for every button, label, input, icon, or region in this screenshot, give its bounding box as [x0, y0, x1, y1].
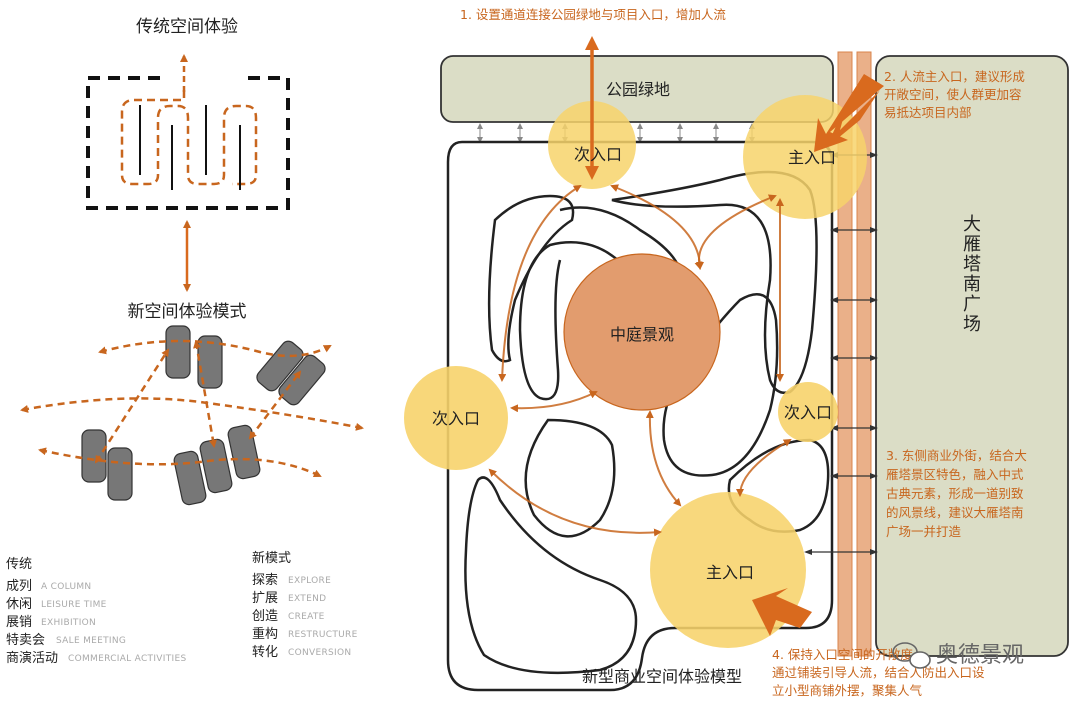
new-mode-diagram: [20, 325, 364, 506]
legend-item-cn: 特卖会: [6, 633, 45, 648]
secondary-entrance-right-label: 次入口: [784, 403, 832, 422]
svg-text:开敞空间，使人群更加容: 开敞空间，使人群更加容: [884, 87, 1022, 102]
legend-item-en: EXTEND: [288, 594, 326, 604]
svg-text:立小型商铺外摆，聚集人气: 立小型商铺外摆，聚集人气: [772, 683, 923, 698]
legend-item-cn: 创造: [252, 609, 278, 624]
note-3: 3. 东侧商业外街，结合大 雁塔景区特色，融入中式 古典元素，形成一道别致 的风…: [886, 448, 1027, 539]
secondary-entrance-right: [778, 382, 838, 442]
note-2: 2. 人流主入口，建议形成 开敞空间，使人群更加容 易抵达项目内部: [884, 69, 1025, 120]
legend-traditional: 传统 成列 A COLUMN 休闲 LEISURE TIME 展销 EXHIBI…: [6, 557, 186, 666]
legend-item-en: CONVERSION: [288, 648, 351, 658]
svg-text:南: 南: [963, 274, 981, 295]
legend-item-en: COMMERCIAL ACTIVITIES: [68, 654, 186, 664]
watermark-text: 奥德景观: [936, 643, 1024, 668]
svg-text:大: 大: [963, 214, 981, 235]
svg-text:易抵达项目内部: 易抵达项目内部: [884, 105, 972, 120]
secondary-entrance-left-label: 次入口: [432, 409, 480, 428]
legend-item-cn: 探索: [252, 573, 278, 588]
legend-new-heading: 新模式: [252, 550, 291, 566]
svg-text:雁: 雁: [963, 234, 981, 255]
svg-text:雁塔景区特色，融入中式: 雁塔景区特色，融入中式: [886, 467, 1024, 482]
svg-text:的风景线，建议大雁塔南: 的风景线，建议大雁塔南: [886, 505, 1024, 520]
highlight-arrows: [752, 74, 884, 636]
svg-text:塔: 塔: [963, 254, 981, 275]
secondary-entrance-top-label: 次入口: [574, 145, 622, 164]
legend-item-cn: 成列: [6, 579, 32, 594]
legend-item-en: CREATE: [288, 612, 325, 622]
legend-item-cn: 商演活动: [6, 650, 58, 666]
center-label: 中庭景观: [610, 325, 674, 344]
traditional-title: 传统空间体验: [136, 17, 238, 37]
legend-item-en: EXPLORE: [288, 576, 331, 586]
svg-text:场: 场: [963, 314, 981, 335]
note-1: 1. 设置通道连接公园绿地与项目入口，增加人流: [460, 7, 726, 22]
legend-item-cn: 休闲: [6, 597, 32, 612]
legend-item-en: A COLUMN: [41, 582, 91, 592]
plaza-label: 大 雁 塔 南 广 场: [963, 214, 981, 335]
svg-text:2. 人流主入口，建议形成: 2. 人流主入口，建议形成: [884, 69, 1025, 84]
legend-item-cn: 扩展: [252, 591, 278, 606]
park-block: [440, 55, 834, 123]
legend-item-en: SALE MEETING: [56, 636, 126, 646]
flow-arrows: [488, 184, 792, 537]
note-4: 4. 保持入口空间的开敞度， 通过铺装引导人流，结合人防出入口设 立小型商铺外摆…: [772, 647, 985, 698]
svg-text:广: 广: [963, 294, 981, 315]
svg-text:4. 保持入口空间的开敞度，: 4. 保持入口空间的开敞度，: [772, 647, 925, 662]
legend-item-en: EXHIBITION: [41, 618, 96, 628]
svg-text:广场一并打造: 广场一并打造: [886, 524, 962, 539]
legend-item-en: RESTRUCTURE: [288, 630, 358, 640]
watermark: 奥德景观: [892, 642, 1024, 669]
svg-text:3. 东侧商业外街，结合大: 3. 东侧商业外街，结合大: [886, 448, 1027, 463]
park-label: 公园绿地: [606, 80, 670, 99]
chat-bubble-icon: [892, 642, 931, 669]
plaza-block: [875, 55, 1069, 657]
svg-text:古典元素，形成一道别致: 古典元素，形成一道别致: [886, 486, 1024, 501]
legend-item-cn: 转化: [252, 645, 278, 660]
main-entrance-bottom-label: 主入口: [706, 563, 754, 582]
legend-item-cn: 展销: [6, 615, 32, 630]
model-title: 新型商业空间体验模型: [582, 667, 742, 686]
legend-item-cn: 重构: [252, 626, 278, 642]
new-mode-title: 新空间体验模式: [128, 302, 247, 322]
traditional-diagram: [86, 54, 290, 210]
secondary-entrance-left: [404, 366, 508, 470]
main-entrance-top-label: 主入口: [788, 148, 836, 167]
svg-text:通过铺装引导人流，结合人防出入口设: 通过铺装引导人流，结合人防出入口设: [772, 665, 985, 680]
legend-new: 新模式 探索 EXPLORE 扩展 EXTEND 创造 CREATE 重构 RE…: [252, 550, 358, 660]
legend-traditional-heading: 传统: [6, 557, 32, 572]
legend-item-en: LEISURE TIME: [41, 600, 107, 610]
